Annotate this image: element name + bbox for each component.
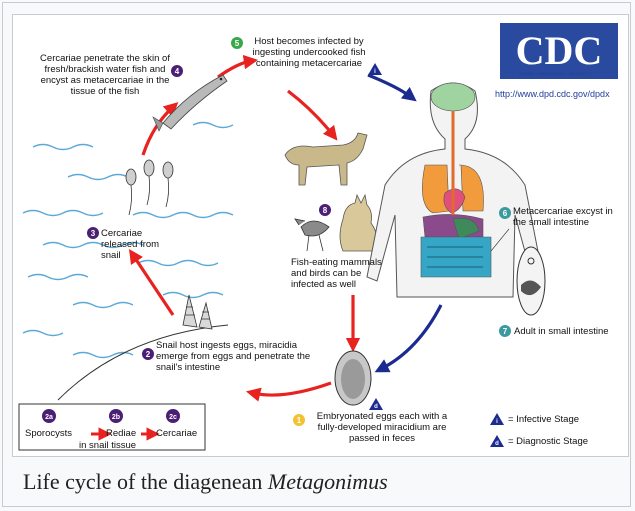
badge-2a: 2a xyxy=(45,414,53,421)
badge-7: 7 xyxy=(503,327,508,336)
cercariae-illustration xyxy=(126,160,173,215)
step-5-label: Host becomes infected by ingesting under… xyxy=(239,36,379,69)
adult-fluke-illustration xyxy=(517,247,545,315)
rediae-label: Rediae xyxy=(106,428,136,439)
snail-illustration xyxy=(183,295,212,329)
badge-8: 8 xyxy=(323,206,328,215)
image-frame: CDC xyxy=(2,2,631,507)
arrow-eggs-to-snail xyxy=(253,383,331,395)
snail-tissue-label: in snail tissue xyxy=(79,440,136,451)
cercariae-label: Cercariae xyxy=(156,428,197,439)
step-3-label: Cercariae released from snail xyxy=(101,228,181,261)
arrow-snail-to-cercariae xyxy=(133,255,173,315)
cdc-logo: CDC xyxy=(500,23,618,79)
human-body xyxy=(367,83,543,297)
arrow-cercariae-to-fish xyxy=(143,107,173,155)
dog-illustration xyxy=(285,133,367,185)
lifecycle-diagram: CDC xyxy=(12,14,629,457)
step-7-label: Adult in small intestine xyxy=(514,326,624,337)
step-1-label: Embryonated eggs each with a fully-devel… xyxy=(307,411,457,444)
cat-illustration xyxy=(340,195,377,251)
badge-4: 4 xyxy=(175,67,180,76)
badge-2b: 2b xyxy=(112,414,120,421)
arrow-human-to-eggs xyxy=(381,305,441,369)
svg-text:CDC: CDC xyxy=(516,28,603,73)
badge-2c: 2c xyxy=(169,414,177,421)
cdc-tagline: SAFER • HEALTHIER • PEOPLE™ xyxy=(519,72,592,76)
legend-diagnostic-mark: d xyxy=(495,441,499,447)
step-4-label: Cercariae penetrate the skin of fresh/br… xyxy=(39,53,171,97)
cdc-url: http://www.dpd.cdc.gov/dpdx xyxy=(495,89,610,99)
step-6-label: Metacercariae excyst in the small intest… xyxy=(513,206,623,228)
badge-2: 2 xyxy=(146,350,151,359)
badge-1: 1 xyxy=(297,416,302,425)
step-8-label: Fish-eating mammals and birds can be inf… xyxy=(291,257,389,290)
bird-illustration xyxy=(295,219,329,251)
figure-caption: Life cycle of the diagenean Metagonimus xyxy=(23,469,388,495)
infective-stage-label: = Infective Stage xyxy=(508,414,579,425)
arrow-to-animals xyxy=(288,91,333,135)
badge-3: 3 xyxy=(91,229,96,238)
arrow-fish-to-human xyxy=(368,75,411,97)
sporocysts-label: Sporocysts xyxy=(25,428,72,439)
diagram-diagnostic-mark: d xyxy=(374,404,378,410)
caption-text: Life cycle of the diagenean xyxy=(23,469,268,494)
egg-illustration xyxy=(335,351,371,405)
badge-6: 6 xyxy=(503,209,508,218)
caption-genus: Metagonimus xyxy=(268,469,388,494)
step-2-label: Snail host ingests eggs, miracidia emerg… xyxy=(156,340,316,373)
diagnostic-stage-label: = Diagnostic Stage xyxy=(508,436,588,447)
